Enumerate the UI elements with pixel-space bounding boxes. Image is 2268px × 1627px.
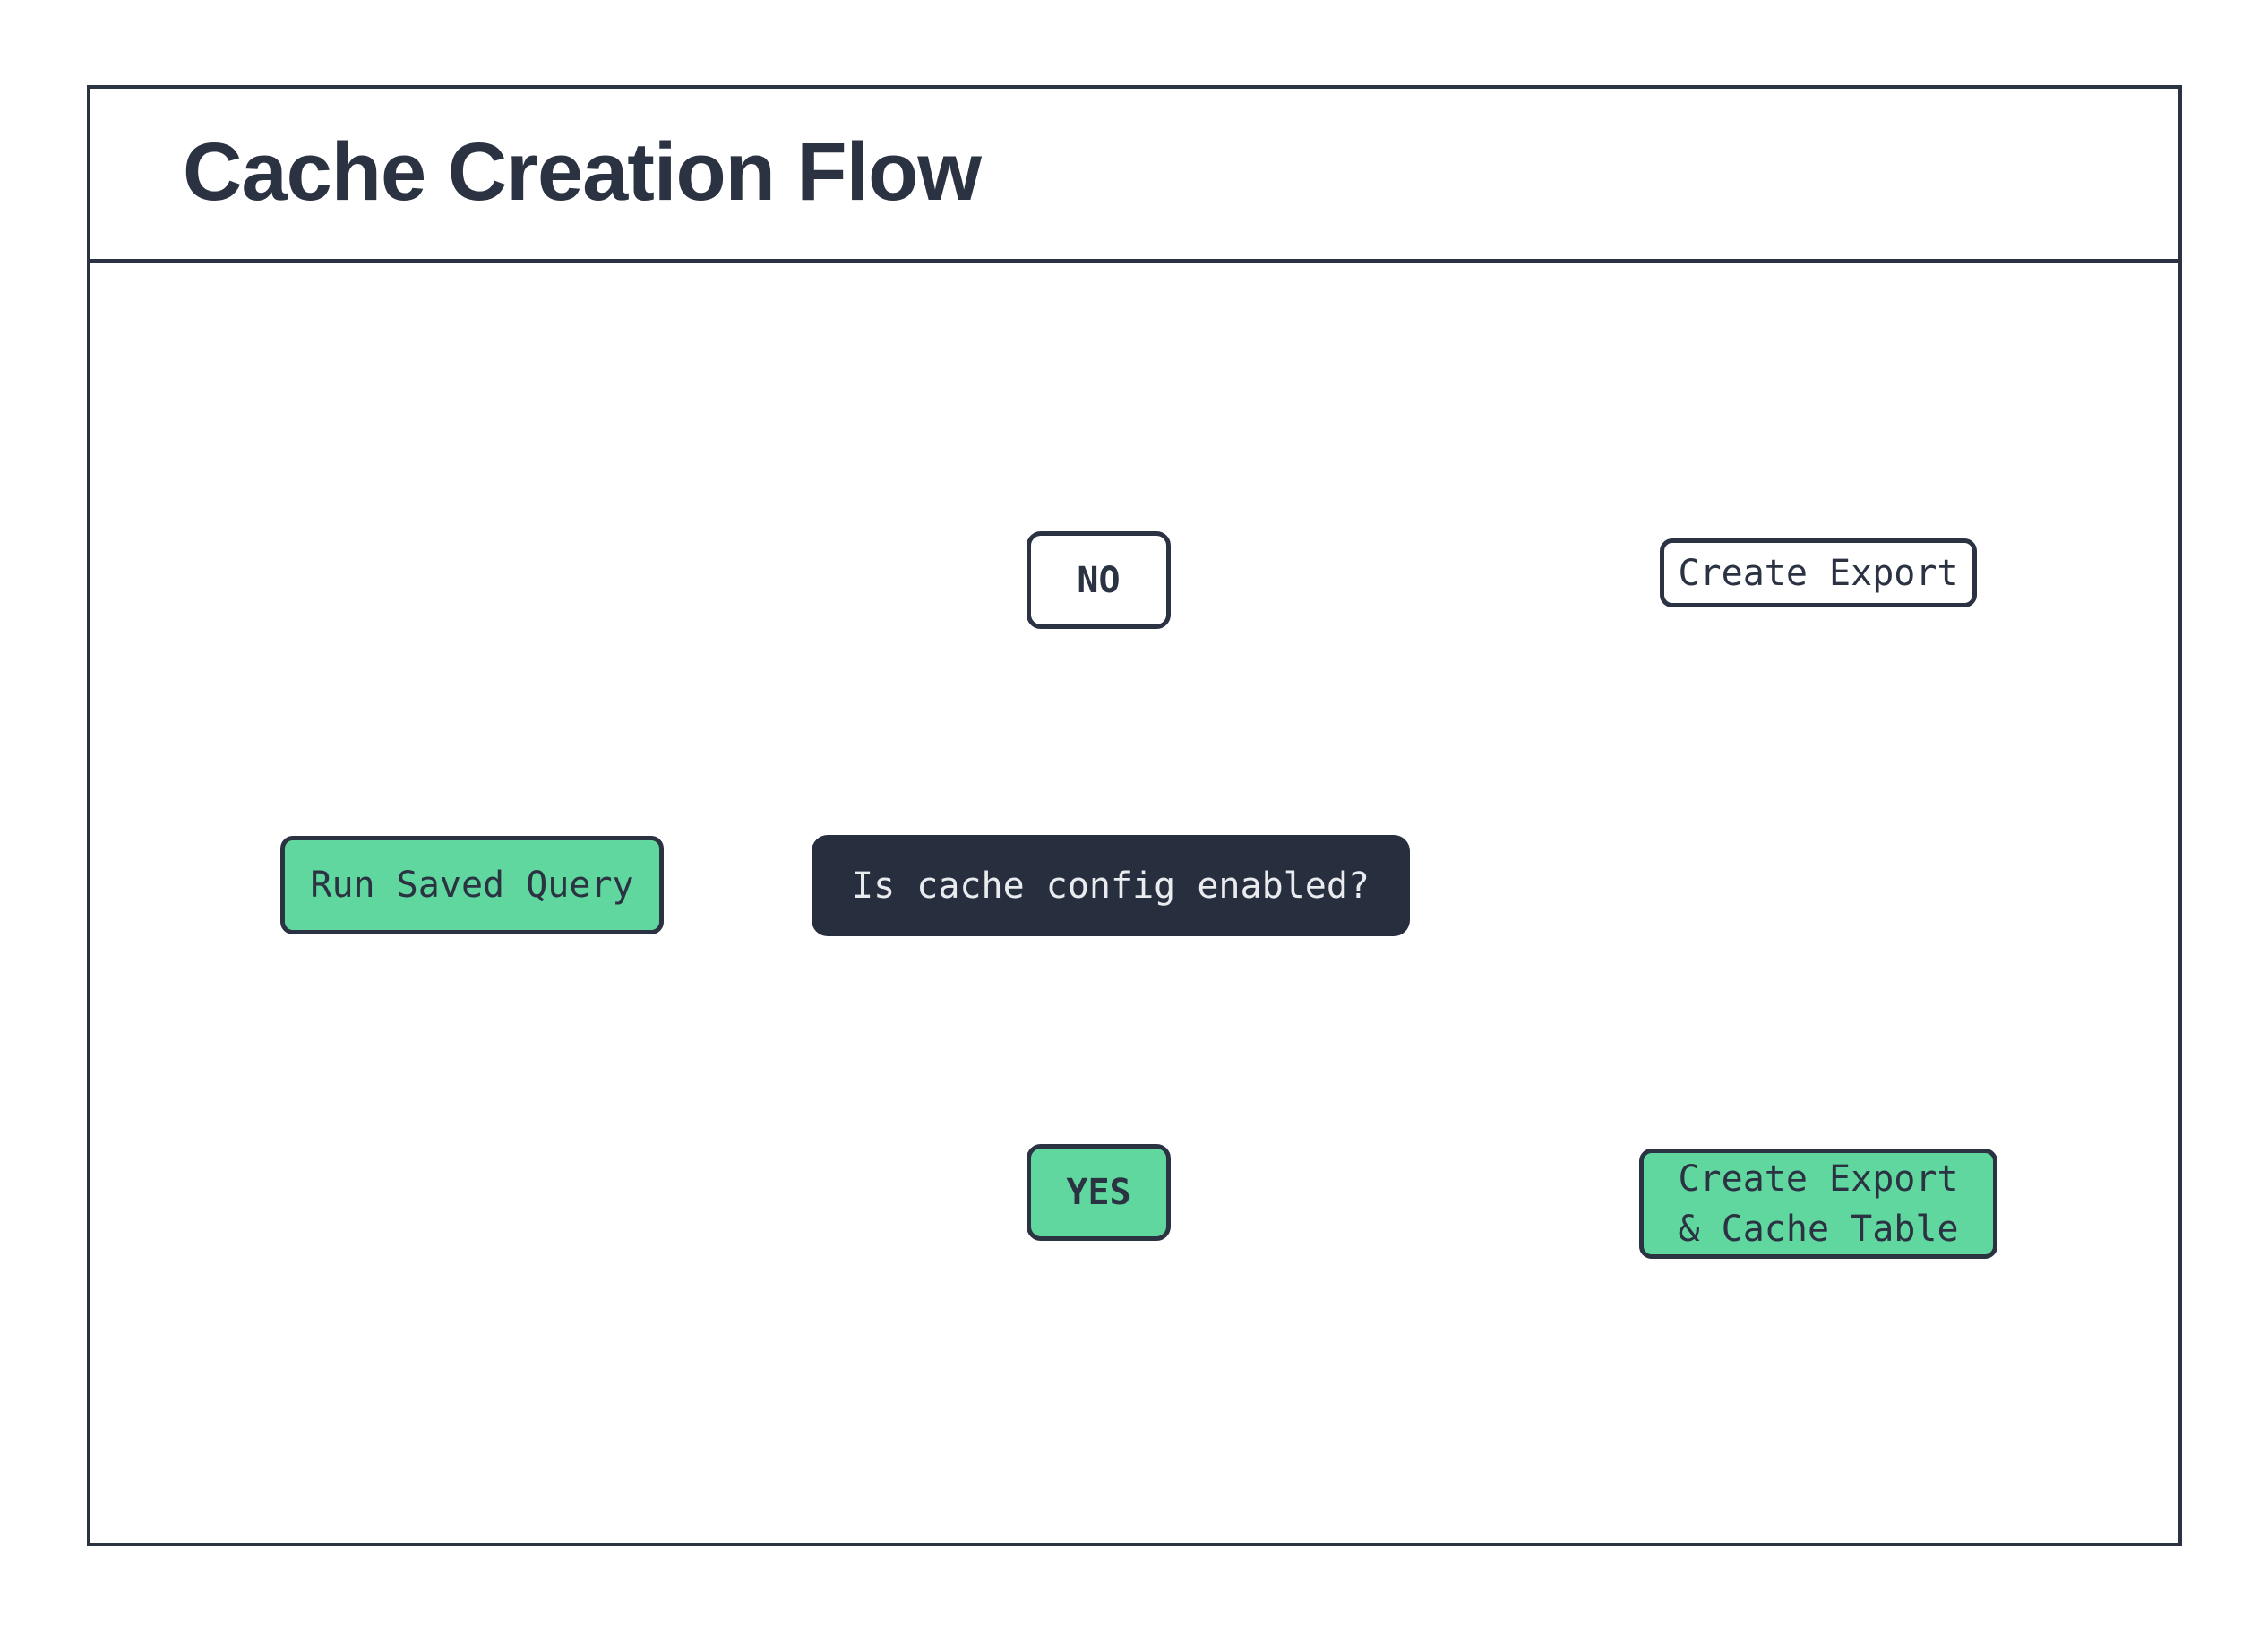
start-node-label: Run Saved Query [310,865,634,906]
yes-branch-node: YES [1027,1144,1171,1241]
no-branch-label: NO [1077,559,1121,601]
diagram-frame [87,85,2182,1546]
start-node: Run Saved Query [280,836,664,934]
decision-node-label: Is cache config enabled? [852,865,1370,907]
yes-result-text-line1: Create Export [1678,1158,1959,1200]
no-result-label: Create Export [1660,538,1977,607]
no-branch-node: NO [1027,531,1171,629]
no-result-text: Create Export [1678,552,1959,594]
page-title: Cache Creation Flow [183,125,982,218]
yes-result-text-line2: & Cache Table [1678,1208,1959,1250]
decision-node: Is cache config enabled? [812,835,1410,936]
yes-result-label: Create Export & Cache Table [1639,1149,1997,1259]
yes-branch-label: YES [1066,1172,1131,1213]
diagram-header: Cache Creation Flow [87,85,2182,263]
